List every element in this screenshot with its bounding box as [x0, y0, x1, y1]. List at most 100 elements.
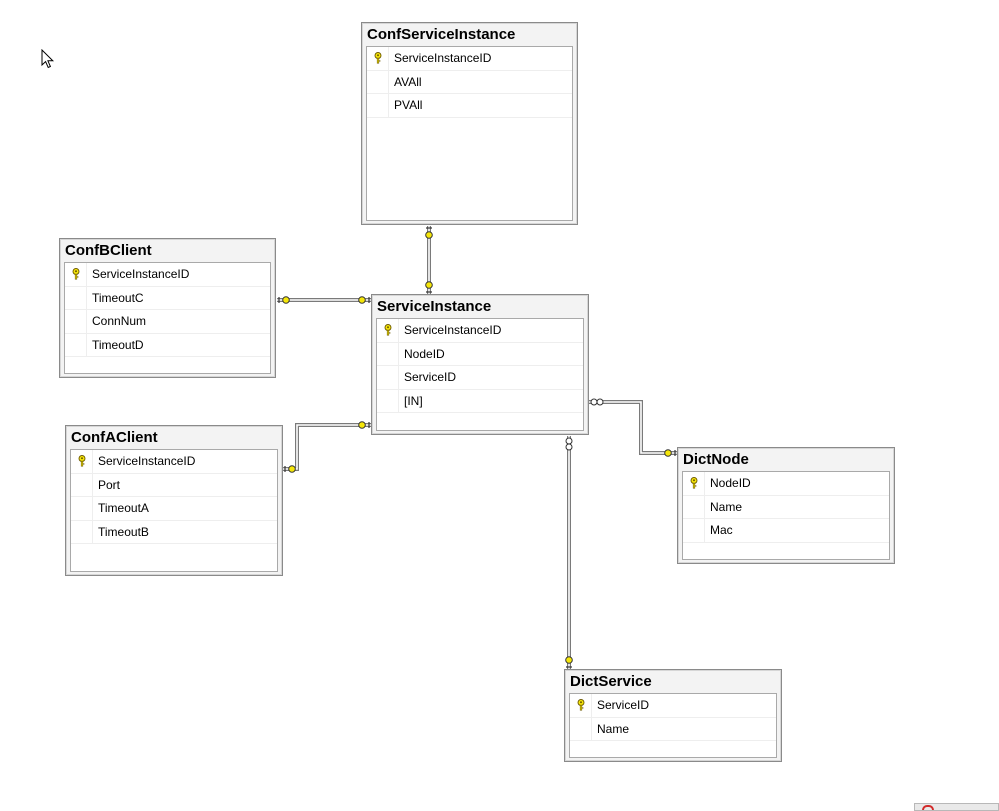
key-cell: [377, 342, 399, 365]
column-name: Port: [98, 477, 121, 492]
table-dict-service[interactable]: DictService ServiceID Name: [564, 669, 782, 762]
column-name: ServiceID: [597, 698, 650, 713]
key-cell: [377, 389, 399, 412]
table-row[interactable]: ServiceInstanceID: [367, 47, 572, 71]
one-end-key-icon: [358, 421, 366, 429]
column-name: ConnNum: [92, 314, 147, 329]
one-end-key-icon: [664, 449, 672, 457]
table-title: ConfServiceInstance: [367, 26, 516, 43]
key-cell: [683, 472, 705, 495]
column-name: TimeoutC: [92, 290, 144, 305]
mouse-pointer-icon: [41, 49, 55, 69]
table-row[interactable]: TimeoutD: [65, 333, 270, 357]
table-row[interactable]: ServiceInstanceID: [377, 319, 583, 343]
one-end-key-icon: [425, 281, 433, 289]
table-row[interactable]: TimeoutA: [71, 497, 277, 521]
column-name: TimeoutD: [92, 337, 144, 352]
many-end-icon: [590, 398, 598, 406]
key-cell: [71, 520, 93, 543]
key-cell: [71, 497, 93, 520]
one-end-key-icon: [565, 656, 573, 664]
taskbar-fragment: [914, 803, 999, 811]
key-cell: [367, 70, 389, 93]
column-name: TimeoutB: [98, 524, 149, 539]
table-row[interactable]: TimeoutC: [65, 286, 270, 310]
many-end-icon: [596, 398, 604, 406]
table-row[interactable]: TimeoutB: [71, 520, 277, 544]
relationship-line-core: [589, 401, 677, 454]
column-grid: ServiceID Name: [569, 693, 777, 758]
table-title: ServiceInstance: [377, 298, 492, 315]
table-title: ConfBClient: [65, 242, 152, 259]
one-end-key-icon: [425, 231, 433, 239]
key-cell: [367, 94, 389, 117]
table-row[interactable]: [IN]: [377, 389, 583, 413]
primary-key-icon: [77, 455, 87, 467]
key-cell: [377, 319, 399, 342]
key-cell: [377, 366, 399, 389]
table-row[interactable]: ServiceID: [570, 694, 776, 718]
key-cell: [71, 473, 93, 496]
primary-key-icon: [71, 268, 81, 280]
key-cell: [683, 519, 705, 542]
table-row[interactable]: NodeID: [377, 342, 583, 366]
primary-key-icon: [383, 324, 393, 336]
table-row[interactable]: ServiceInstanceID: [71, 450, 277, 474]
column-name: ServiceInstanceID: [394, 51, 492, 66]
column-grid: ServiceInstanceID NodeID ServiceID [IN]: [376, 318, 584, 431]
column-name: ServiceInstanceID: [92, 267, 190, 282]
column-name: ServiceID: [404, 370, 457, 385]
primary-key-icon: [373, 52, 383, 64]
table-row[interactable]: ServiceID: [377, 366, 583, 390]
table-title: DictService: [570, 673, 652, 690]
one-end-key-icon: [282, 296, 290, 304]
key-cell: [65, 333, 87, 356]
table-conf-b-client[interactable]: ConfBClient ServiceInstanceID TimeoutC Con…: [59, 238, 276, 378]
primary-key-icon: [689, 477, 699, 489]
table-conf-service-instance[interactable]: ConfServiceInstance ServiceInstanceID AVA…: [361, 22, 578, 225]
table-row[interactable]: ServiceInstanceID: [65, 263, 270, 287]
relationship-line: [589, 400, 677, 455]
table-row[interactable]: Name: [683, 495, 889, 519]
table-row[interactable]: AVAll: [367, 70, 572, 94]
column-name: Name: [597, 721, 630, 736]
column-name: ServiceInstanceID: [98, 454, 196, 469]
relationship-line-core: [283, 424, 371, 470]
column-name: NodeID: [710, 476, 751, 491]
key-cell: [65, 286, 87, 309]
column-name: PVAll: [394, 98, 423, 113]
primary-key-icon: [576, 699, 586, 711]
column-name: NodeID: [404, 346, 445, 361]
table-row[interactable]: NodeID: [683, 472, 889, 496]
key-cell: [683, 495, 705, 518]
one-end-key-icon: [288, 465, 296, 473]
table-title: DictNode: [683, 451, 749, 468]
table-row[interactable]: ConnNum: [65, 310, 270, 334]
key-cell: [570, 694, 592, 717]
column-name: ServiceInstanceID: [404, 323, 502, 338]
column-name: AVAll: [394, 74, 422, 89]
key-cell: [65, 310, 87, 333]
many-end-icon: [565, 437, 573, 445]
table-row[interactable]: Mac: [683, 519, 889, 543]
table-row[interactable]: PVAll: [367, 94, 572, 118]
table-title: ConfAClient: [71, 429, 158, 446]
app-icon: [922, 805, 934, 810]
column-name: Name: [710, 499, 743, 514]
table-row[interactable]: Name: [570, 717, 776, 741]
key-cell: [71, 450, 93, 473]
key-cell: [570, 717, 592, 740]
table-row[interactable]: Port: [71, 473, 277, 497]
column-name: TimeoutA: [98, 501, 149, 516]
column-name: Mac: [710, 523, 733, 538]
key-cell: [367, 47, 389, 70]
